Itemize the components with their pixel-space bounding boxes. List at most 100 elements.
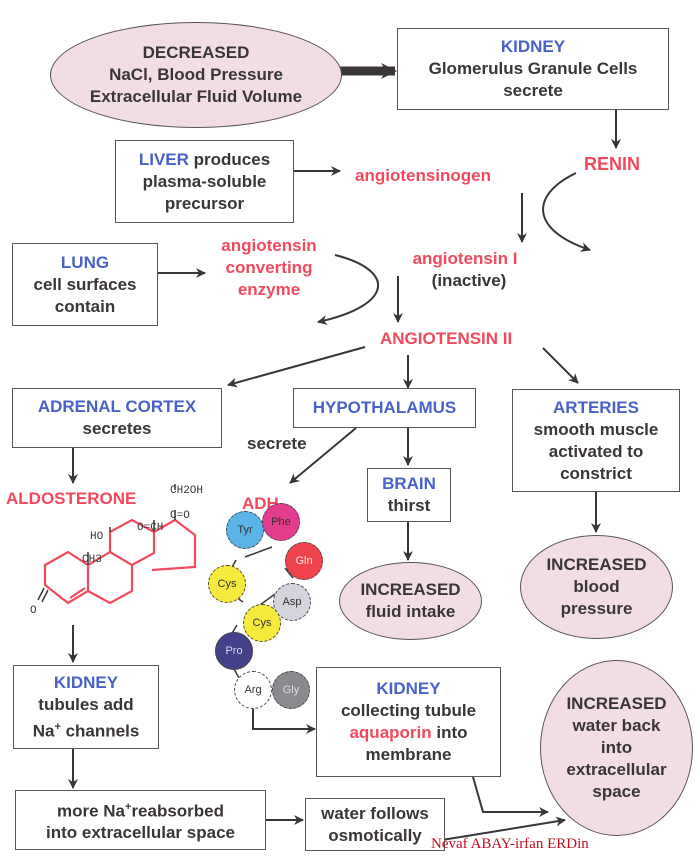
decreased-oval[interactable]: DECREASED NaCl, Blood Pressure Extracell… [50, 22, 342, 128]
decreased-line3: Extracellular Fluid Volume [89, 87, 303, 106]
na-text: Na [32, 721, 55, 741]
angiotensin1-label[interactable]: angiotensin I (inactive) [395, 248, 535, 292]
water-back-line4: extracellular [566, 760, 667, 779]
adh-residue-cys-2: Cys [243, 604, 281, 642]
brain-box[interactable]: BRAIN thirst [367, 468, 451, 522]
liver-line3: precursor [164, 193, 245, 213]
adh-residue-phe: Phe [262, 503, 300, 541]
aquaporin-text: aquaporin [349, 723, 432, 742]
liver-line1-rest: produces [188, 149, 271, 169]
liver-box[interactable]: LIVER produces plasma-soluble precursor [115, 140, 294, 223]
hypothalamus-box[interactable]: HYPOTHALAMUS [293, 388, 476, 428]
reabsorbed-text: reabsorbed [131, 801, 225, 821]
increased-water-back-circle[interactable]: INCREASED water back into extracellular … [540, 660, 693, 836]
adh-residue-arg: Arg [234, 671, 272, 709]
water-back-line1: INCREASED [566, 694, 667, 713]
renin-label[interactable]: RENIN [584, 154, 641, 174]
kidney-tubules-line3: Na+ channels [14, 716, 158, 743]
water-back-line3: into [600, 738, 633, 757]
na-charge: + [54, 720, 61, 733]
adrenal-organ: ADRENAL CORTEX [37, 397, 197, 416]
more-na-line1: more Na+reabsorbed [16, 796, 265, 823]
kidney-collecting-line4: membrane [365, 745, 452, 764]
ace-line1: angiotensin [221, 236, 317, 255]
adh-residue-gly: Gly [272, 671, 310, 709]
water-follows-line2: osmotically [328, 825, 422, 845]
ring-b [87, 550, 134, 605]
angiotensinogen-label[interactable]: angiotensinogen [355, 166, 491, 185]
aldosterone-label[interactable]: ALDOSTERONE [6, 489, 137, 508]
more-na-text: more Na [56, 801, 125, 821]
kidney-tubules-line2: tubules add [38, 694, 134, 714]
ace-line2: converting [225, 258, 313, 277]
angiotensin2-label[interactable]: ANGIOTENSIN II [380, 329, 513, 348]
arrow-angiotensin2-to-adrenal [227, 346, 366, 388]
arteries-line4: constrict [560, 463, 632, 483]
kidney-top-line2: Glomerulus Granule Cells [428, 59, 638, 78]
adh-residue-gln: Gln [285, 542, 323, 580]
curve-ace-catalysis [317, 254, 379, 325]
kidney-top-line3: secrete [503, 81, 563, 100]
arrow-hypothalamus-to-adh [289, 427, 357, 484]
curve-renin-catalysis [542, 172, 591, 252]
blood-pressure-line3: pressure [560, 599, 633, 618]
kidney-tubules-organ: KIDNEY [53, 672, 119, 692]
brain-organ: BRAIN [382, 474, 436, 493]
ring-c [108, 518, 156, 566]
more-na-charge: + [125, 800, 132, 813]
adrenal-line2: secretes [82, 419, 152, 438]
blood-pressure-line2: blood [573, 577, 620, 596]
kidney-collecting-line3: aquaporin into [317, 722, 500, 744]
water-back-line2: water back [572, 716, 661, 735]
blood-pressure-line1: INCREASED [546, 555, 647, 574]
adh-residue-pro: Pro [215, 632, 253, 670]
lung-line3: contain [54, 296, 116, 316]
ace-label[interactable]: angiotensin converting enzyme [210, 235, 328, 301]
decreased-heading: DECREASED [142, 43, 250, 62]
secrete-label: secrete [247, 434, 307, 453]
arteries-line3: activated to [548, 441, 644, 461]
ho-label: HO [90, 531, 104, 543]
increased-fluid-intake-oval[interactable]: INCREASED fluid intake [339, 562, 482, 640]
angiotensin1-status: (inactive) [431, 271, 507, 290]
kidney-collecting-tubule-box[interactable]: KIDNEY collecting tubule aquaporin into … [316, 667, 501, 777]
water-back-line5: space [592, 782, 641, 801]
lung-line2: cell surfaces [33, 274, 137, 294]
channels-text: channels [60, 721, 140, 741]
more-na-line2: into extracellular space [46, 823, 235, 843]
adh-residue-tyr: Tyr [226, 511, 264, 549]
hypothalamus-organ: HYPOTHALAMUS [312, 398, 457, 417]
kidney-tubules-box[interactable]: KIDNEY tubules add Na+ channels [13, 665, 159, 749]
o-label: O [30, 605, 37, 617]
och-label: O=CH [137, 522, 164, 534]
kidney-collecting-line2: collecting tubule [340, 701, 477, 720]
arteries-box[interactable]: ARTERIES smooth muscle activated to cons… [512, 389, 680, 492]
fluid-intake-line2: fluid intake [365, 602, 456, 621]
arrow-adh-to-kidney-collecting [252, 706, 316, 734]
arteries-organ: ARTERIES [553, 397, 639, 417]
liver-organ: LIVER [138, 149, 189, 169]
arrow-kidney-collecting-to-increased-water [472, 776, 549, 817]
ace-line3: enzyme [237, 280, 301, 299]
ring-d [151, 518, 197, 572]
arrow-angiotensin2-to-arteries [542, 347, 579, 384]
ch3-label: CH3 [82, 554, 102, 566]
arteries-line2: smooth muscle [533, 419, 659, 439]
liver-line2: plasma-soluble [142, 171, 267, 191]
brain-line2: thirst [387, 496, 431, 515]
lung-organ: LUNG [60, 252, 110, 272]
water-follows-box[interactable]: water follows osmotically [305, 798, 445, 851]
kidney-collecting-organ: KIDNEY [376, 679, 441, 698]
adrenal-cortex-box[interactable]: ADRENAL CORTEX secretes [12, 388, 222, 448]
angiotensin1-name: angiotensin I [412, 249, 518, 268]
more-na-reabsorbed-box[interactable]: more Na+reabsorbed into extracellular sp… [15, 790, 266, 850]
into-text: into [431, 723, 468, 742]
kidney-glomerulus-box[interactable]: KIDNEY Glomerulus Granule Cells secrete [397, 28, 669, 110]
fluid-intake-line1: INCREASED [360, 580, 461, 599]
ch2oh-label: CH2OH [170, 485, 204, 497]
increased-blood-pressure-oval[interactable]: INCREASED blood pressure [520, 535, 673, 639]
lung-box[interactable]: LUNG cell surfaces contain [12, 243, 158, 326]
kidney-top-organ: KIDNEY [500, 37, 566, 56]
